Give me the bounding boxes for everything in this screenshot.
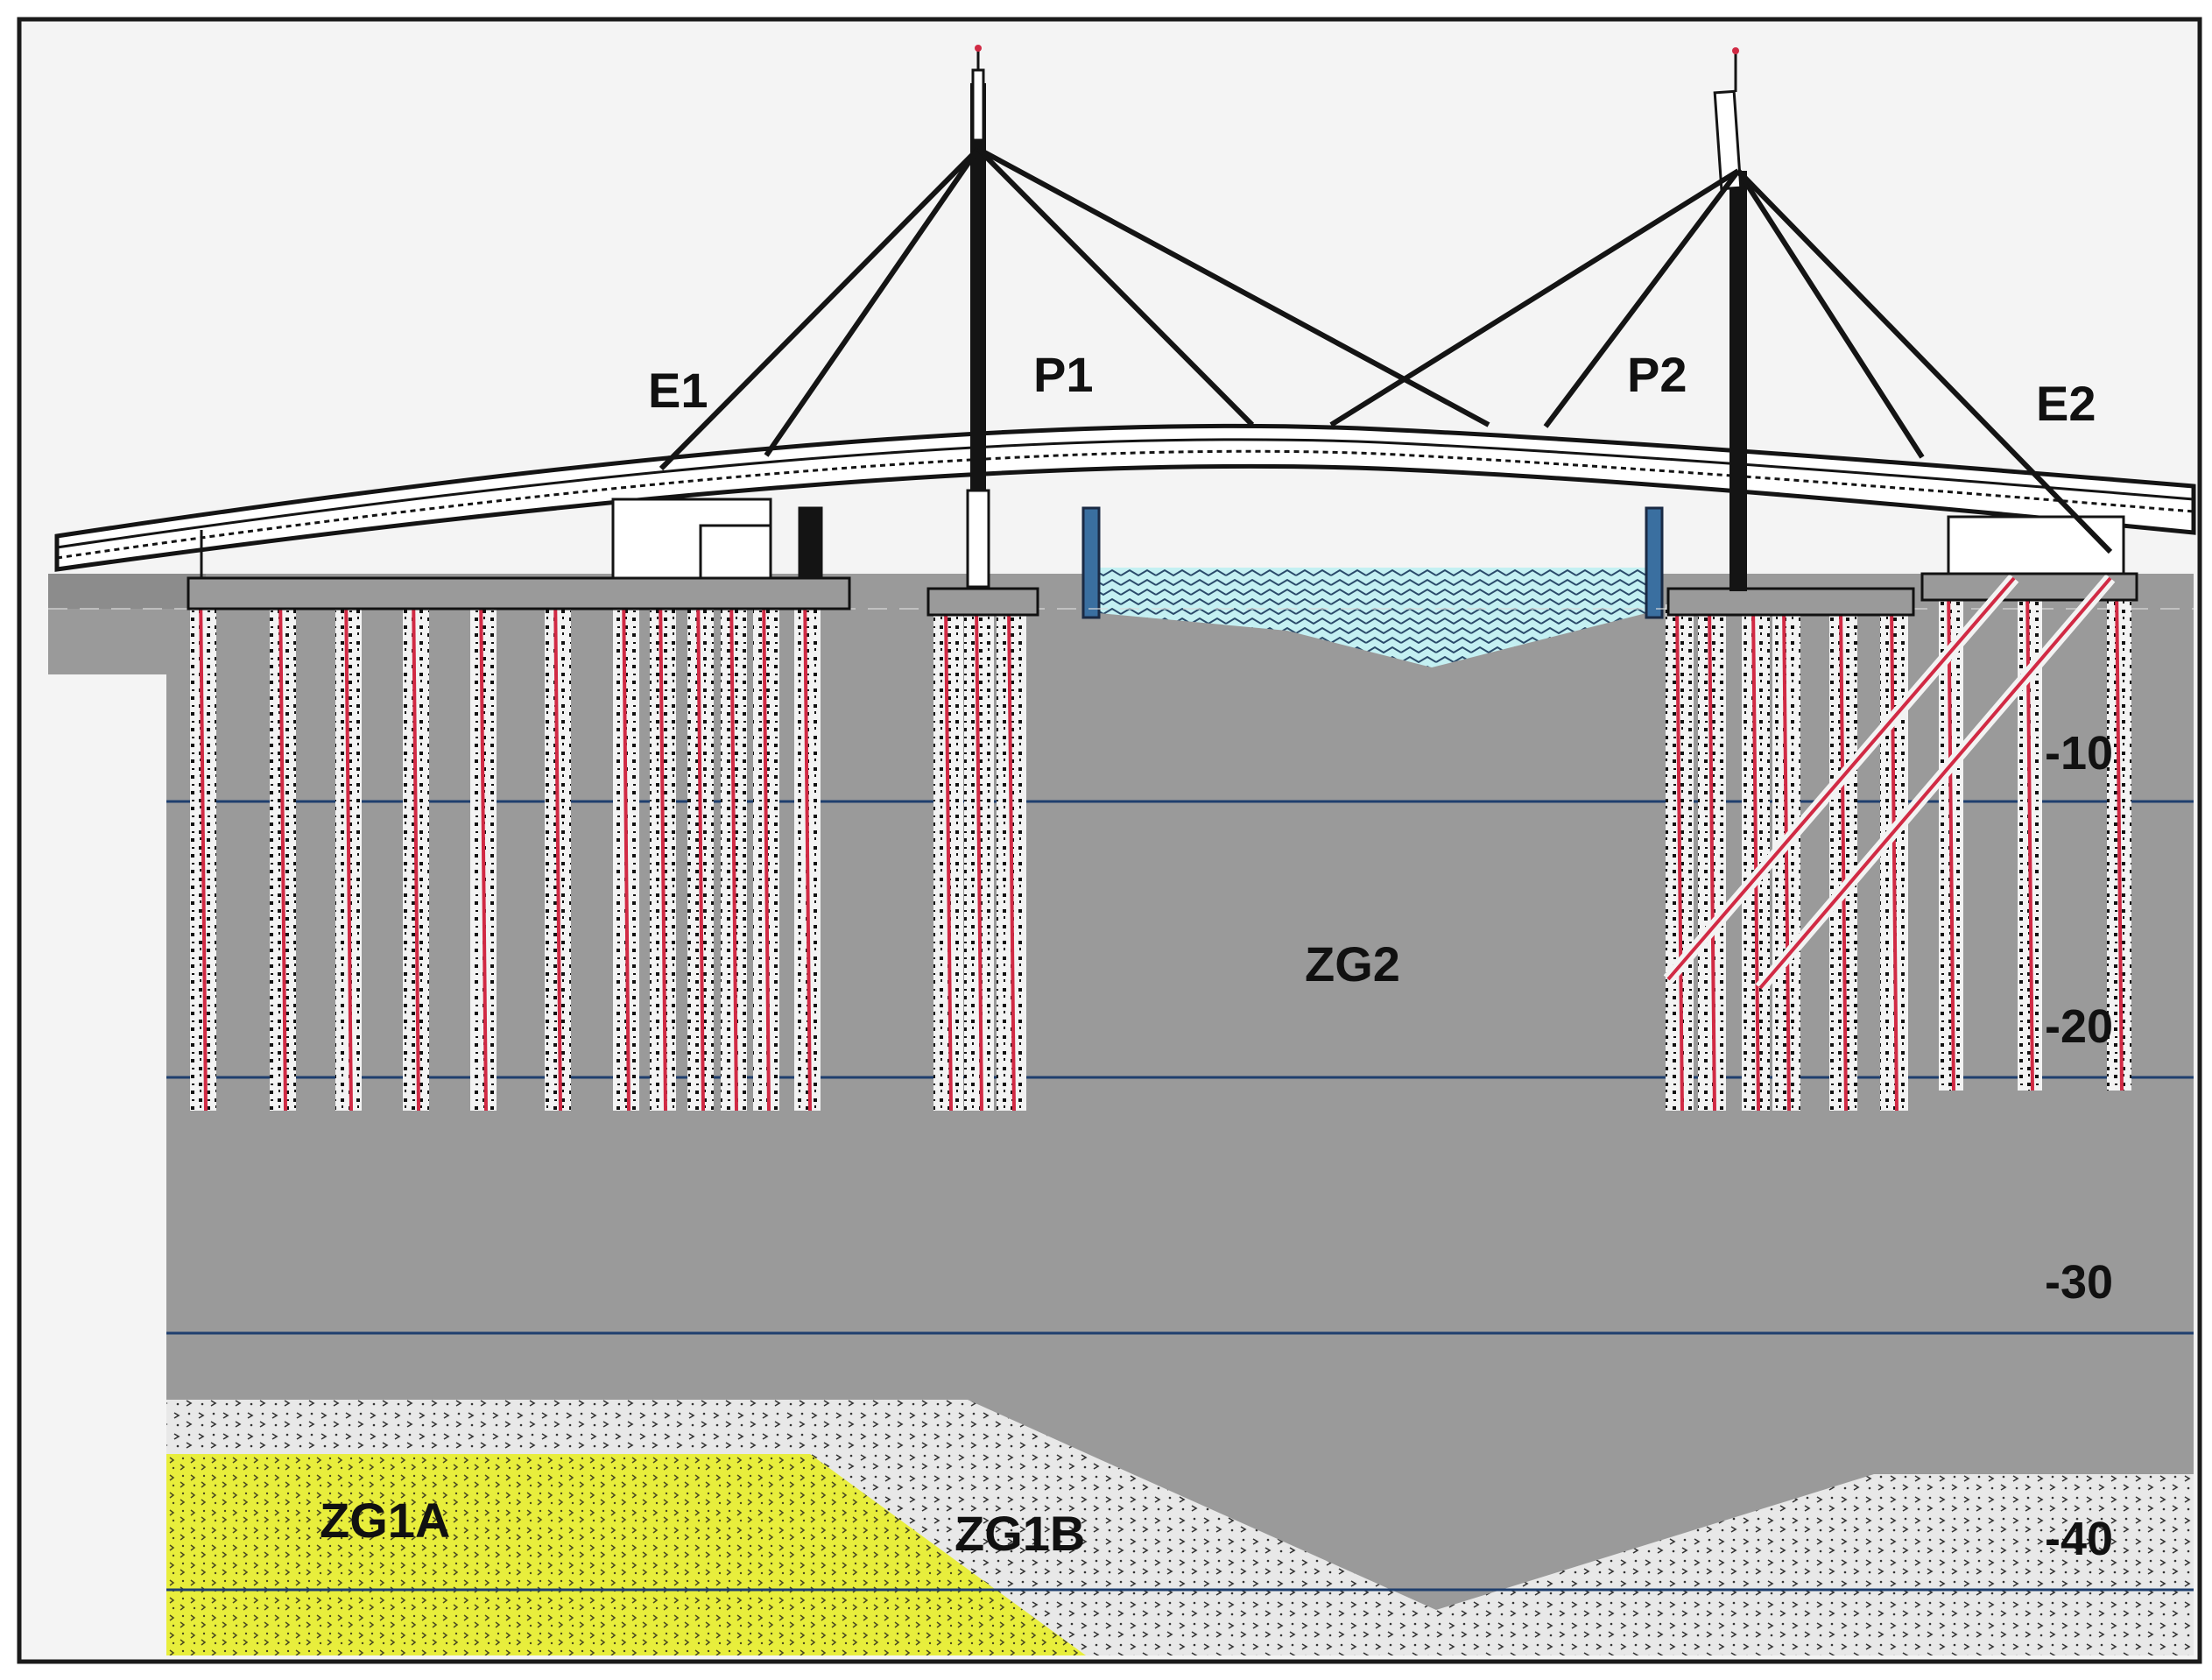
pile-rebar xyxy=(1890,604,1899,1112)
pile-rebar xyxy=(622,584,630,1112)
pile-rebar xyxy=(278,584,287,1112)
pile-rebar xyxy=(412,584,420,1112)
pile-rebar xyxy=(1839,604,1848,1112)
label-e2: E2 xyxy=(2036,376,2096,431)
pile-rebar xyxy=(1782,604,1791,1112)
pile-caps xyxy=(187,572,2138,617)
depth-tick-40: -40 xyxy=(2045,1513,2113,1565)
pile-cap-e1 xyxy=(187,576,851,611)
pylon-p1 xyxy=(966,45,990,589)
pile-rebar xyxy=(729,584,738,1112)
pile-rebar xyxy=(344,584,353,1112)
label-e1: E1 xyxy=(648,363,708,418)
pile-rebar xyxy=(479,584,488,1112)
pile-cap-p1 xyxy=(926,587,1039,617)
support-e2-a xyxy=(1947,515,2125,575)
pile-rebar xyxy=(1751,604,1760,1112)
river-water xyxy=(1099,568,1646,667)
pile-rebar xyxy=(975,604,983,1112)
pile-group xyxy=(190,582,2131,1112)
pile-rebar xyxy=(1675,604,1684,1112)
pile-rebar xyxy=(696,584,705,1112)
pile-rebar xyxy=(553,584,562,1112)
pile-rebar xyxy=(762,584,771,1112)
label-p1: P1 xyxy=(1033,347,1094,402)
support-e1-column xyxy=(798,506,823,580)
stay-cables xyxy=(659,146,2113,554)
label-p2: P2 xyxy=(1627,347,1687,402)
pile-rebar xyxy=(199,584,208,1112)
road-embankment xyxy=(48,574,206,609)
inclined-piles xyxy=(1663,574,2116,992)
depth-tick-30: -30 xyxy=(2045,1256,2113,1309)
river-bank-post-right xyxy=(1645,506,1664,619)
soil-layer-zg1a xyxy=(166,1454,1086,1655)
soil-layer-zg2 xyxy=(48,574,2194,1655)
pile-rebar xyxy=(1708,604,1716,1112)
pile-cap-p2 xyxy=(1666,587,1915,617)
pile-rebar xyxy=(2115,582,2124,1091)
depth-tick-20: -20 xyxy=(2045,1000,2113,1053)
deck-supports xyxy=(200,498,2125,580)
river-bank-post-left xyxy=(1081,506,1101,619)
pile-rebar xyxy=(1007,604,1016,1112)
pile-rebar xyxy=(944,604,953,1112)
depth-tick-10: -10 xyxy=(2045,727,2113,780)
label-zg2: ZG2 xyxy=(1305,936,1400,992)
label-zg1b: ZG1B xyxy=(955,1506,1085,1561)
pile-rebar xyxy=(803,584,812,1112)
pylon-p2 xyxy=(1713,47,1747,591)
bridge-deck xyxy=(54,423,2196,572)
label-zg1a: ZG1A xyxy=(320,1493,450,1548)
pile-rebar xyxy=(659,584,667,1112)
support-e1-b xyxy=(699,524,772,580)
pile-rebar xyxy=(1947,582,1955,1091)
